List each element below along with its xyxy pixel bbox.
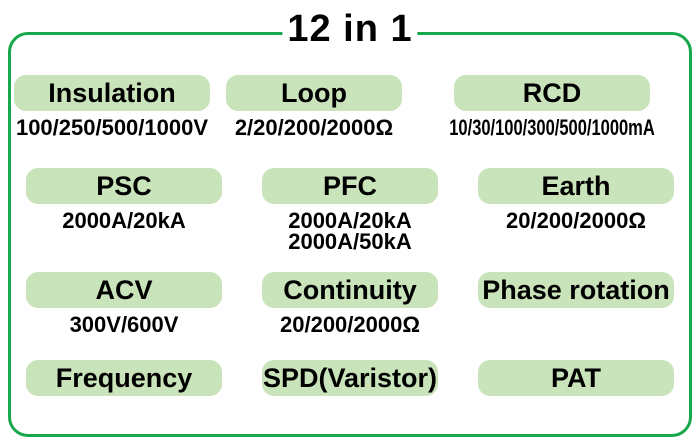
function-value: 100/250/500/1000V bbox=[15, 115, 209, 140]
function-pill-psc: PSC bbox=[26, 168, 222, 204]
function-pill-rcd: RCD bbox=[453, 75, 650, 111]
function-label: RCD bbox=[522, 77, 582, 108]
function-cell-psc: PSC 2000A/20kA bbox=[11, 168, 237, 252]
function-label: Insulation bbox=[48, 77, 176, 108]
function-label: PSC bbox=[96, 170, 152, 201]
function-value: 2/20/200/2000Ω bbox=[234, 115, 394, 140]
function-cell-phase-rotation: Phase rotation bbox=[463, 272, 689, 335]
function-row-3: ACV 300V/600V Continuity 20/200/2000Ω Ph… bbox=[11, 272, 689, 337]
function-label: Loop bbox=[280, 77, 347, 108]
function-label: ACV bbox=[95, 274, 153, 305]
function-pill-spd-varistor: SPD(Varistor) bbox=[262, 360, 438, 396]
function-value: 20/200/2000Ω bbox=[506, 208, 646, 233]
function-row-4: Frequency SPD(Varistor) PAT bbox=[11, 360, 689, 396]
function-row-1: Insulation 100/250/500/1000V Loop 2/20/2… bbox=[11, 75, 689, 140]
function-cell-spd-varistor: SPD(Varistor) bbox=[237, 360, 463, 396]
frame-border: Insulation 100/250/500/1000V Loop 2/20/2… bbox=[8, 32, 692, 437]
function-label: Continuity bbox=[283, 274, 417, 305]
function-label: SPD(Varistor) bbox=[262, 362, 438, 393]
function-value: 10/30/100/300/500/1000mA bbox=[449, 115, 655, 140]
function-cell-pfc: PFC 2000A/20kA 2000A/50kA bbox=[237, 168, 463, 254]
function-pill-phase-rotation: Phase rotation bbox=[478, 272, 674, 308]
page-title: 12 in 1 bbox=[282, 7, 418, 51]
function-cell-loop: Loop 2/20/200/2000Ω bbox=[213, 75, 415, 140]
function-pill-insulation: Insulation bbox=[13, 75, 210, 111]
function-label: PAT bbox=[551, 362, 601, 393]
function-row-2: PSC 2000A/20kA PFC 2000A/20kA 2000A/50kA… bbox=[11, 168, 689, 254]
function-pill-acv: ACV bbox=[26, 272, 222, 308]
function-pill-loop: Loop bbox=[225, 75, 402, 111]
function-cell-insulation: Insulation 100/250/500/1000V bbox=[11, 75, 213, 140]
function-pill-pat: PAT bbox=[478, 360, 674, 396]
function-label: PFC bbox=[323, 170, 377, 201]
function-pill-frequency: Frequency bbox=[26, 360, 222, 396]
function-label: Frequency bbox=[55, 362, 193, 393]
function-label: Earth bbox=[541, 170, 611, 201]
function-value: 2000A/20kA 2000A/50kA bbox=[288, 208, 412, 254]
function-cell-acv: ACV 300V/600V bbox=[11, 272, 237, 337]
function-label: Phase rotation bbox=[482, 274, 670, 305]
function-pill-pfc: PFC bbox=[262, 168, 438, 204]
function-cell-pat: PAT bbox=[463, 360, 689, 396]
function-cell-rcd: RCD 10/30/100/300/500/1000mA bbox=[415, 75, 689, 140]
function-value: 2000A/20kA bbox=[62, 208, 186, 233]
function-pill-continuity: Continuity bbox=[262, 272, 438, 308]
function-value: 20/200/2000Ω bbox=[280, 312, 420, 337]
function-cell-earth: Earth 20/200/2000Ω bbox=[463, 168, 689, 252]
function-cell-frequency: Frequency bbox=[11, 360, 237, 396]
function-value: 300V/600V bbox=[69, 312, 179, 337]
function-cell-continuity: Continuity 20/200/2000Ω bbox=[237, 272, 463, 337]
function-pill-earth: Earth bbox=[478, 168, 674, 204]
